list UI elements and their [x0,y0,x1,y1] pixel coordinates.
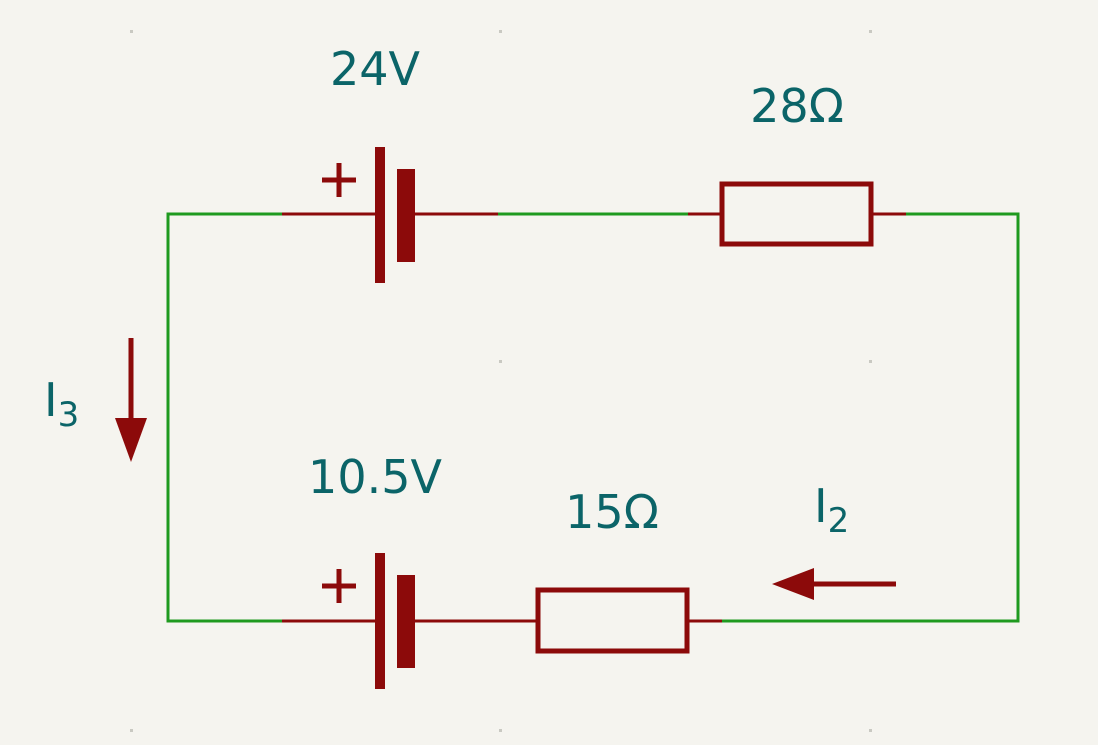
resistor-top [688,181,906,247]
battery-top-label: 24V [330,42,421,96]
current-i2-arrow [772,568,896,600]
resistor-bottom [535,587,722,654]
current-i2-label: I2 [814,479,849,541]
battery-top: + [282,147,498,283]
current-i3-label: I3 [44,373,79,435]
wire-top-left [166,212,282,623]
current-i3-arrow [115,338,147,462]
battery-bottom [282,553,537,689]
battery-bottom-label: 10.5V [308,450,442,504]
resistor-bottom-label: 15Ω [565,485,659,539]
grid-dots [130,30,872,732]
wires [166,212,1020,623]
resistor-top-label: 28Ω [750,79,844,133]
wire-right [722,212,1020,623]
